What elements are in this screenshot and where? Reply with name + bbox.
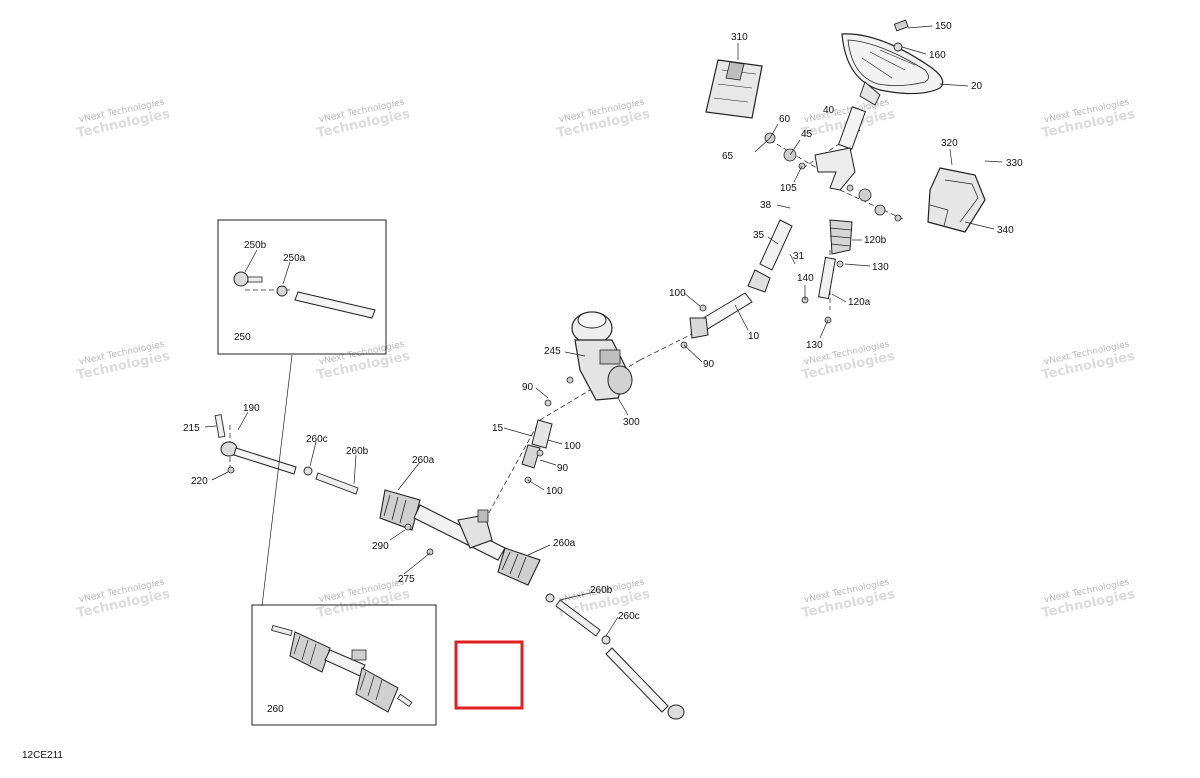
callout-10: 10 bbox=[748, 331, 760, 342]
callout-190: 190 bbox=[243, 403, 260, 414]
callout-220: 220 bbox=[191, 476, 208, 487]
callout-labels: 150 160 20 310 40 60 45 65 105 320 330 3… bbox=[183, 21, 1023, 715]
diagram-code: 12CE211 bbox=[22, 750, 63, 761]
callout-320: 320 bbox=[941, 138, 958, 149]
callout-245: 245 bbox=[544, 346, 561, 357]
callout-45: 45 bbox=[801, 129, 813, 140]
callout-90-lower: 90 bbox=[557, 463, 569, 474]
callout-120b: 120b bbox=[864, 235, 887, 246]
panel-310-part[interactable] bbox=[705, 59, 763, 119]
boot-120b-part[interactable] bbox=[818, 219, 853, 300]
callout-60: 60 bbox=[779, 114, 791, 125]
callout-15: 15 bbox=[492, 423, 504, 434]
callout-275: 275 bbox=[398, 574, 415, 585]
callout-120a: 120a bbox=[848, 297, 871, 308]
callout-160: 160 bbox=[929, 50, 946, 61]
u-joint-15-part[interactable] bbox=[521, 419, 553, 469]
assembly-axes bbox=[229, 129, 906, 521]
callout-130-lower: 130 bbox=[806, 340, 823, 351]
steering-wheel-part[interactable] bbox=[841, 19, 944, 106]
callout-260c-left: 260c bbox=[306, 434, 328, 445]
inset-frame-250 bbox=[217, 219, 387, 355]
inset-frame-260 bbox=[251, 604, 437, 726]
highlight-box bbox=[454, 640, 524, 710]
steering-rack-part[interactable] bbox=[379, 489, 541, 586]
intermediate-shaft-part[interactable] bbox=[689, 219, 793, 339]
callout-31: 31 bbox=[793, 251, 805, 262]
callout-290: 290 bbox=[372, 541, 389, 552]
tie-rod-end-250-part[interactable] bbox=[233, 271, 376, 319]
callout-215: 215 bbox=[183, 423, 200, 434]
callout-100-lower: 100 bbox=[546, 486, 563, 497]
power-steering-unit-part[interactable] bbox=[571, 311, 633, 401]
leader-lines bbox=[204, 25, 1003, 637]
panel-320-part[interactable] bbox=[927, 167, 986, 233]
callout-100-upper: 100 bbox=[669, 288, 686, 299]
callout-260b-left: 260b bbox=[346, 446, 369, 457]
callout-260c-right: 260c bbox=[618, 611, 640, 622]
callout-300: 300 bbox=[623, 417, 640, 428]
callout-260b-right: 260b bbox=[590, 585, 613, 596]
callout-260a-right: 260a bbox=[553, 538, 576, 549]
left-tie-rod-part[interactable] bbox=[214, 414, 359, 495]
callout-140: 140 bbox=[797, 273, 814, 284]
callout-250: 250 bbox=[234, 332, 251, 343]
callout-90-mid: 90 bbox=[522, 382, 534, 393]
callout-260: 260 bbox=[267, 704, 284, 715]
callout-340: 340 bbox=[997, 225, 1014, 236]
callout-40: 40 bbox=[823, 105, 835, 116]
callout-250b: 250b bbox=[244, 240, 267, 251]
callout-38: 38 bbox=[760, 200, 772, 211]
callout-150: 150 bbox=[935, 21, 952, 32]
right-tie-rod-part[interactable] bbox=[545, 593, 685, 720]
callout-35: 35 bbox=[753, 230, 765, 241]
steering-column-part[interactable] bbox=[814, 106, 867, 191]
callout-260a-upper: 260a bbox=[412, 455, 435, 466]
callout-90-upper: 90 bbox=[703, 359, 715, 370]
hardware-fasteners bbox=[227, 132, 902, 556]
rack-assembly-260-part[interactable] bbox=[271, 624, 413, 713]
callout-330: 330 bbox=[1006, 158, 1023, 169]
callout-65: 65 bbox=[722, 151, 734, 162]
callout-310: 310 bbox=[731, 32, 748, 43]
callout-130-upper: 130 bbox=[872, 262, 889, 273]
callout-100-mid: 100 bbox=[564, 441, 581, 452]
callout-250a: 250a bbox=[283, 253, 306, 264]
callout-105: 105 bbox=[780, 183, 797, 194]
callout-20: 20 bbox=[971, 81, 983, 92]
